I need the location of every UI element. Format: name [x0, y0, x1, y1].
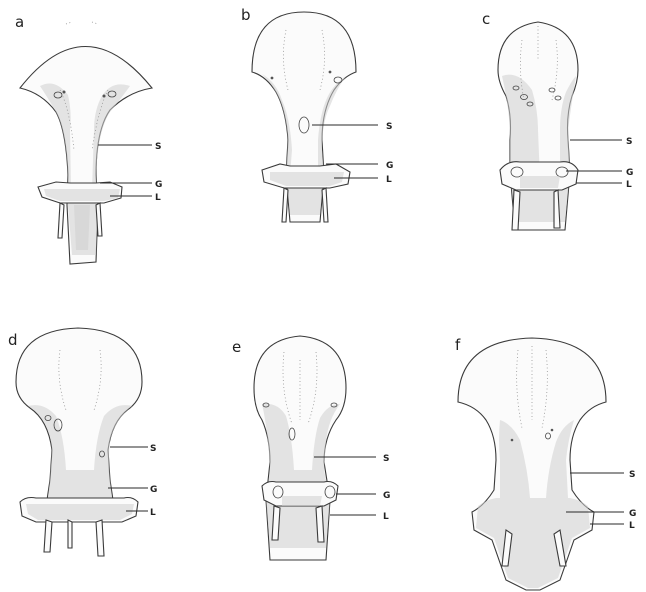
panel-letter-b: b — [241, 6, 251, 24]
label-s-a: S — [155, 142, 161, 152]
skull-illustration-c — [498, 22, 578, 230]
label-s-b: S — [386, 122, 392, 132]
label-g-d: G — [150, 485, 157, 495]
label-s-f: S — [629, 470, 635, 480]
label-g-c: G — [626, 168, 633, 178]
panel-letter-a: a — [15, 13, 24, 31]
label-l-c: L — [626, 180, 632, 190]
skull-illustration-b — [252, 12, 356, 222]
skull-illustration-e — [254, 336, 346, 560]
skull-illustration-d — [16, 328, 142, 556]
label-g-e: G — [383, 491, 390, 501]
panel-b: b S G L — [241, 6, 393, 222]
label-s-d: S — [150, 444, 156, 454]
panel-letter-e: e — [232, 338, 241, 356]
label-l-d: L — [150, 508, 156, 518]
label-g-a: G — [155, 180, 162, 190]
label-s-e: S — [383, 454, 389, 464]
label-g-b: G — [386, 161, 393, 171]
label-l-e: L — [383, 512, 389, 522]
skull-illustration-f — [458, 338, 606, 590]
label-l-a: L — [155, 193, 161, 203]
label-l-f: L — [629, 521, 635, 531]
skull-illustration-a — [20, 22, 152, 264]
panel-f: f S G L — [455, 336, 636, 590]
panel-c: c S G L — [482, 10, 633, 230]
panel-d: d S G L — [8, 328, 157, 556]
label-s-c: S — [626, 137, 632, 147]
label-l-b: L — [386, 175, 392, 185]
panel-e: e S G L — [232, 336, 390, 560]
panel-a: a S G L — [15, 13, 162, 264]
label-g-f: G — [629, 509, 636, 519]
panel-letter-f: f — [455, 336, 461, 354]
panel-letter-c: c — [482, 10, 490, 28]
panel-letter-d: d — [8, 331, 18, 349]
